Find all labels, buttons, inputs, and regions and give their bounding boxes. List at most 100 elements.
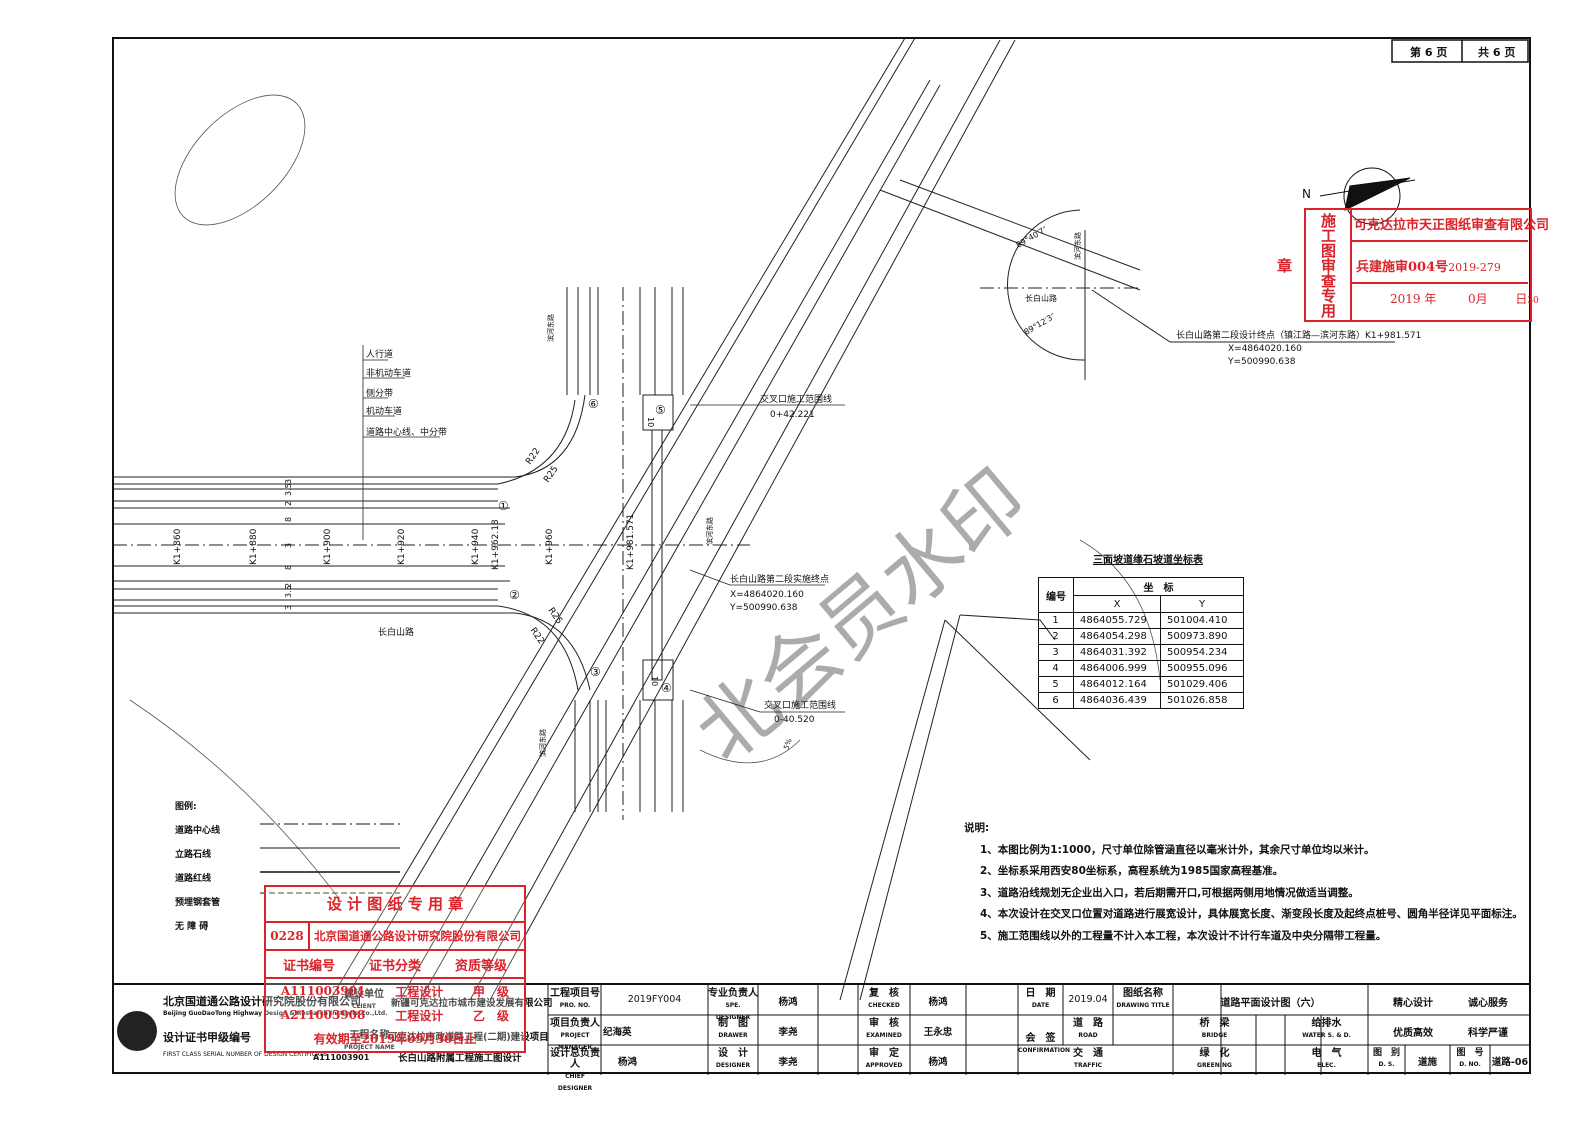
design-stamp-cert-1: A111003901 [280,984,366,998]
leader-lines [362,345,845,713]
side-mark: 10 [650,676,659,686]
lane-width: 3.5 [284,585,293,598]
coord-cell-y: 501004.410 [1160,612,1244,629]
coord-cell-y: 501026.858 [1160,692,1244,709]
point-marker-5: ⑤ [655,403,666,417]
coord-cell-x: 4864031.392 [1073,644,1161,661]
coord-cell-y: 500973.890 [1160,628,1244,645]
legend-item: 无 障 碍 [175,922,209,932]
draw-value: 李尧 [778,1027,798,1038]
company-name: 北京国道通公路设计研究院股份有限公司 [163,995,361,1008]
design-stamp-h3: 资质等级 [454,958,507,974]
end-mid-title: 长白山路第二段实施终点 [730,573,829,585]
boundary-top-title: 交叉口施工范围线 [760,393,832,405]
date-value: 2019.04 [1068,994,1108,1005]
notes-title: 说明: [964,822,990,834]
legend-item: 道路中心线 [175,826,221,836]
coord-cell-n: 5 [1038,676,1074,693]
proj-no-value: 2019FY004 [627,994,682,1005]
right-intersection [980,209,1395,380]
review-stamp-year: 2019 年 [1390,292,1437,306]
project-value-2: 长白山路附属工程施工图设计 [398,1053,522,1064]
cs-label-3: 侧分带 [366,387,393,399]
cert-label-en: FIRST CLASS SERIAL NUMBER OF DESIGN CERT… [163,1051,327,1058]
review-stamp: 施工图审查专用章 可克达拉市天正图纸审查有限公司 兵建施审004号2019-27… [1275,208,1549,322]
station-label: K1+880 [249,528,259,565]
design-stamp: 设 计 图 纸 专 用 章 0228 北京国道通公路设计研究院股份有限公司 证书… [264,885,526,1053]
legend-item: 道路红线 [175,874,212,884]
pm-value: 纪海英 [603,1027,632,1038]
design-stamp-grade-1: 甲 级 [473,984,510,999]
end-top-x: X=4864020.160 [1228,344,1302,354]
coord-cell-x: 4864036.439 [1073,692,1161,709]
legend-symbols [260,823,400,894]
river-road-label: 滨河东路 [1073,232,1082,260]
appr-value: 杨鸿 [928,1057,948,1068]
review-stamp-side: 施工图审查专用章 [1275,210,1352,320]
lane-width: 3.5 [284,483,293,496]
drawing-border [112,37,1531,1074]
review-stamp-code: 兵建施审004号 [1356,260,1449,275]
point-marker-2: ② [509,588,520,602]
title-block: 北京国道通公路设计研究院股份有限公司 Beijing GuoDaoTong Hi… [113,983,1530,1092]
note-item: 5、施工范围线以外的工程量不计入本工程，本次设计不计行车道及中央分隔带工程量。 [980,929,1387,942]
boundary-bottom-title: 交叉口施工范围线 [764,699,836,711]
review-stamp-day-extra: 30 [1527,296,1539,306]
end-top-y: Y=500990.638 [1227,357,1296,367]
review-stamp-code-number: 2019-279 [1448,261,1501,274]
design-stamp-title: 设 计 图 纸 专 用 章 [266,887,524,923]
angle-top: 89°40′7″ [1015,225,1049,250]
des-value: 李尧 [778,1057,798,1068]
design-stamp-validity: 有效期至2019年09月30日止 [313,1032,477,1046]
spec-value: 杨鸿 [778,997,798,1008]
motto-4: 科学严谨 [1468,1028,1508,1039]
design-stamp-h2: 证书分类 [368,958,421,974]
cs-label-5: 道路中心线、中分带 [366,426,447,438]
project-value: 可克达拉市政道路工程(二期)建设项目 [388,1032,549,1043]
legend-item: 预埋钢套管 [175,898,221,908]
design-stamp-h1: 证书编号 [282,958,335,974]
chief-value: 杨鸿 [618,1057,638,1068]
page-indicator-box [1391,39,1529,63]
design-stamp-company: 北京国道通公路设计研究院股份有限公司 [314,929,521,943]
stations: K1+860 K1+880 K1+900 K1+920 K1+940 K1+96… [173,514,636,570]
title-block-grid [547,985,1530,1075]
radius-label: R25 [546,606,564,626]
exam-value: 王永忠 [923,1027,953,1038]
cert-label: 设计证书甲级编号 [163,1031,251,1044]
lane-width: 2 [284,501,293,506]
vertical-road [566,287,684,820]
coord-cell-y: 500954.234 [1160,644,1244,661]
station-label: K1+940 [471,528,481,565]
drawing-title: 道路平面设计图（六） [1220,998,1321,1009]
lane-width: 2 [284,583,293,588]
lane-widths: 3 3.5 2 8 3 8 2 3.5 3 [284,479,293,610]
design-stamp-cert-2: A211003908 [280,1008,366,1022]
legend: 图例: 道路中心线 立路石线 道路红线 预埋钢套管 无 障 碍 [175,795,220,939]
north-label: N [1302,187,1311,201]
grade-label: 5% [782,737,793,750]
cs-label-2: 非机动车道 [366,367,411,379]
coord-cell-n: 1 [1038,612,1074,629]
note-item: 3、道路沿线规划无企业出入口，若后期需开口,可根据两侧用地情况做适当调整。 [980,886,1359,899]
coord-header: 坐 标 [1073,577,1244,596]
design-stamp-number: 0228 [266,923,310,949]
motto-2: 诚心服务 [1468,998,1508,1009]
station-label: K1+920 [397,528,407,565]
notes: 说明: 1、本图比例为1:1000，尺寸单位除管涵直径以毫米计外，其余尺寸单位均… [964,818,1523,947]
num-value: 道路-06 [1491,1057,1529,1068]
